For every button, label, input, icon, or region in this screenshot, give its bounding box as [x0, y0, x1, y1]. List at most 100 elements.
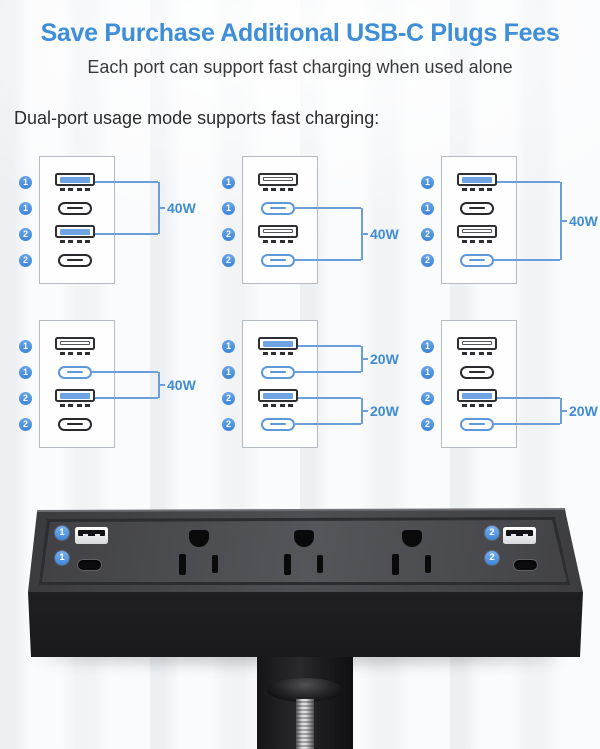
clamp-screw-shaft — [296, 699, 314, 749]
usb-a-slot — [78, 530, 105, 536]
usb-a-pin — [470, 187, 476, 191]
usb-a-pin — [68, 403, 74, 407]
usb-a-contact — [95, 533, 100, 536]
usb-a-body — [55, 389, 95, 402]
usb-a-slot — [60, 392, 90, 399]
bracket-line — [95, 397, 158, 399]
port-number-badge: 1 — [19, 339, 32, 353]
port-number-badge: 2 — [19, 391, 32, 405]
usb-a-pin — [486, 351, 492, 355]
usb-c-port-icon — [58, 201, 92, 215]
usb-c-line — [67, 422, 83, 426]
usb-a-pin — [279, 239, 285, 243]
usb-a-pins — [260, 351, 296, 355]
port-number-badge: 2 — [421, 417, 434, 431]
usb-c-line — [469, 258, 485, 262]
usb-a-pin — [287, 187, 293, 191]
port-number-badge: 1 — [55, 551, 69, 565]
usb-a-port-icon — [258, 337, 298, 355]
outlet-slot-left — [179, 554, 186, 575]
usb-a-port-icon — [457, 173, 497, 191]
usb-c-port-icon — [261, 417, 295, 431]
usb-a-pin — [287, 351, 293, 355]
usb-a-port-icon — [55, 173, 95, 191]
usb-c-port-icon — [58, 417, 92, 431]
usb-a-pin — [478, 239, 484, 243]
usb-a-pin — [279, 187, 285, 191]
usb-a-pins — [459, 403, 495, 407]
usb-a-port-icon — [55, 337, 95, 355]
usb-a-pin — [76, 239, 82, 243]
port-number-badge: 1 — [222, 201, 235, 215]
usb-a-pin — [486, 187, 492, 191]
bracket-line — [95, 181, 158, 183]
bracket-line — [494, 259, 560, 261]
usb-a-slot — [263, 228, 293, 233]
usb-a-pin — [279, 403, 285, 407]
usb-a-pin — [279, 351, 285, 355]
product-photo: 1 1 2 2 — [0, 485, 600, 749]
usb-a-slot — [462, 176, 492, 183]
port-number-badge: 2 — [485, 551, 499, 565]
usb-a-slot — [60, 340, 90, 345]
port-number-badge: 2 — [222, 417, 235, 431]
bracket-tick — [361, 233, 368, 235]
usb-a-pin — [462, 187, 467, 191]
usb-a-port-icon — [258, 173, 298, 191]
port-number-badge: 2 — [222, 391, 235, 405]
bracket-tick — [560, 410, 567, 412]
usb-a-port-icon — [457, 337, 497, 355]
usb-c-line — [67, 370, 83, 374]
usb-a-pin — [60, 403, 65, 407]
usb-a-pin — [68, 239, 74, 243]
wattage-label: 40W — [167, 200, 196, 216]
usb-a-slot — [462, 228, 492, 233]
bracket-tick — [158, 207, 165, 209]
usb-c-port — [77, 559, 102, 571]
usb-c-line — [270, 258, 286, 262]
port-number-badge: 2 — [222, 253, 235, 267]
bracket-tick — [560, 220, 567, 222]
usb-a-pin — [84, 187, 90, 191]
usb-a-body — [258, 225, 298, 238]
usb-a-pins — [459, 187, 495, 191]
usb-a-pin — [470, 239, 476, 243]
ground-hole — [189, 530, 209, 547]
usb-a-port-icon — [55, 389, 95, 407]
usb-a-pin — [486, 403, 492, 407]
usb-c-line — [67, 258, 83, 262]
usb-a-pin — [478, 351, 484, 355]
usb-a-pin — [68, 187, 74, 191]
usb-a-pin — [60, 239, 65, 243]
port-number-badge: 1 — [421, 175, 434, 189]
usb-a-pin — [462, 403, 467, 407]
wattage-label: 40W — [370, 226, 399, 242]
usb-a-port-icon — [258, 225, 298, 243]
bracket-line — [298, 345, 361, 347]
usb-a-pin — [84, 403, 90, 407]
usb-c-port-icon — [460, 201, 494, 215]
ac-outlet-1 — [177, 530, 221, 576]
usb-a-body — [258, 337, 298, 350]
usb-a-port — [75, 527, 108, 544]
usb-c-line — [469, 422, 485, 426]
usb-a-port — [503, 527, 536, 544]
usb-a-slot — [263, 340, 293, 347]
usb-a-contact — [511, 533, 516, 536]
usb-a-pins — [57, 239, 93, 243]
usb-c-port-icon — [58, 365, 92, 379]
usb-c-port-icon — [460, 365, 494, 379]
usb-a-pins — [260, 403, 296, 407]
port-number-badge: 1 — [421, 365, 434, 379]
port-number-badge: 2 — [421, 253, 434, 267]
usb-a-pins — [57, 403, 93, 407]
outlet-slot-right — [425, 555, 431, 573]
usb-a-pin — [287, 403, 293, 407]
port-number-badge: 1 — [421, 201, 434, 215]
bracket-line — [497, 181, 560, 183]
